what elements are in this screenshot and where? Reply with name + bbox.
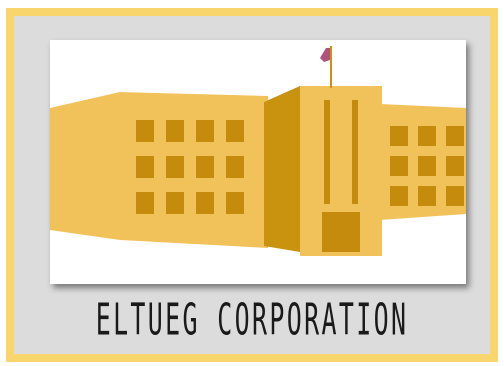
tower-door (322, 212, 360, 252)
left-wing-windows (136, 120, 244, 214)
tower-slot-right (352, 100, 358, 204)
right-wing-windows (390, 126, 464, 206)
flag-pole (330, 46, 332, 88)
building-illustration-card (50, 40, 466, 284)
tower-slot-left (324, 100, 330, 204)
flag (320, 48, 330, 62)
company-name: ELTUEG CORPORATION (95, 294, 409, 346)
logo-frame: ELTUEG CORPORATION (6, 8, 498, 362)
central-tower-side (264, 86, 300, 252)
school-building-icon (50, 46, 466, 256)
